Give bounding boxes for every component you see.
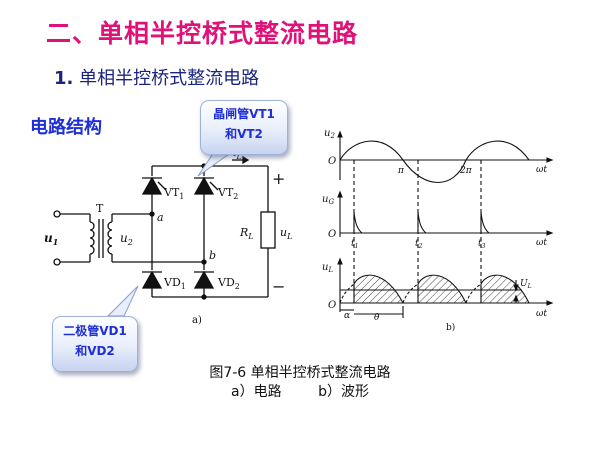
callout-thyristors-line1: 晶闸管VT1 bbox=[213, 107, 275, 121]
ug-axis-label: uG bbox=[322, 194, 334, 206]
rl-label: RL bbox=[239, 226, 254, 241]
subcaption-b: b）波形 bbox=[318, 384, 369, 400]
t1-label: t1 bbox=[351, 239, 358, 250]
u2-waveform bbox=[339, 140, 530, 184]
ul-axis-label: uL bbox=[322, 262, 333, 274]
transformer-secondary bbox=[107, 221, 113, 255]
alpha-label: α bbox=[344, 311, 350, 321]
theta-label: θ bbox=[374, 313, 380, 323]
t3-label: t3 bbox=[478, 239, 486, 250]
u2-label: u2 bbox=[120, 231, 133, 247]
node-a-label: a bbox=[157, 211, 164, 224]
two-pi-label: 2π bbox=[459, 166, 473, 176]
page-title: 二、单相半控桥式整流电路 bbox=[46, 19, 359, 48]
omega-t-label-1: ωt bbox=[536, 165, 547, 175]
t2-label: t2 bbox=[415, 239, 423, 250]
figure-subcaption: a）电路 b）波形 bbox=[0, 381, 600, 401]
ul-dashed-envelope bbox=[339, 283, 482, 304]
ul-waveform-hatched bbox=[353, 274, 404, 304]
origin-label-1: O bbox=[328, 156, 336, 167]
gate-pulse-t3 bbox=[480, 211, 490, 234]
pi-label: π bbox=[397, 166, 405, 176]
ul-waveform-hatched-3 bbox=[480, 274, 530, 304]
thyristor-vt2 bbox=[193, 176, 219, 195]
u2-axis-label: u2 bbox=[324, 128, 335, 140]
subtitle-text: 单相半控桥式整流电路 bbox=[79, 68, 260, 89]
vd2-label: VD2 bbox=[217, 276, 240, 291]
callout-diodes-line1: 二极管VD1 bbox=[63, 324, 127, 338]
gate-pulse-t2 bbox=[417, 211, 427, 234]
callout-thyristors: 晶闸管VT1 和VT2 bbox=[200, 100, 288, 155]
diode-vd2 bbox=[193, 270, 215, 289]
load-resistor bbox=[260, 211, 276, 249]
ul-waveform-hatched-2 bbox=[417, 274, 467, 304]
node-b-label: b bbox=[209, 249, 216, 262]
origin-label-3: O bbox=[328, 300, 336, 311]
vd1-label: VD1 bbox=[163, 276, 186, 291]
transformer-label: T bbox=[96, 202, 104, 215]
panel-a-label: a) bbox=[192, 315, 202, 326]
plus-sign: + bbox=[272, 169, 285, 188]
transformer-primary bbox=[89, 221, 95, 255]
subtitle-number: 1. bbox=[54, 68, 74, 89]
callout-thyristors-line2: 和VT2 bbox=[225, 127, 263, 141]
diode-vd1 bbox=[141, 270, 163, 289]
u1-label: u1 bbox=[44, 231, 58, 247]
omega-t-label-3: ωt bbox=[536, 309, 547, 319]
minus-sign: − bbox=[272, 277, 285, 296]
thyristor-vt1 bbox=[141, 176, 167, 195]
panel-b-label: b) bbox=[446, 322, 455, 333]
input-terminal-bottom bbox=[53, 258, 61, 266]
callout-diodes: 二极管VD1 和VD2 bbox=[52, 316, 138, 372]
UL-average-label: UL bbox=[520, 279, 532, 290]
callout-diodes-line2: 和VD2 bbox=[75, 344, 115, 358]
ul-label: uL bbox=[280, 226, 292, 241]
origin-label-2: O bbox=[328, 229, 336, 240]
omega-t-label-2: ωt bbox=[536, 238, 547, 248]
input-terminal-top bbox=[53, 210, 61, 218]
gate-pulse-t1 bbox=[353, 211, 363, 234]
figure-caption: 图7-6 单相半控桥式整流电路 bbox=[209, 365, 391, 381]
subtitle: 1. 单相半控桥式整流电路 bbox=[54, 64, 259, 90]
section-label-circuit-structure: 电路结构 bbox=[30, 117, 102, 138]
subcaption-a: a）电路 bbox=[231, 384, 282, 400]
vt2-label: VT2 bbox=[217, 186, 238, 201]
vt1-label: VT1 bbox=[163, 186, 184, 201]
